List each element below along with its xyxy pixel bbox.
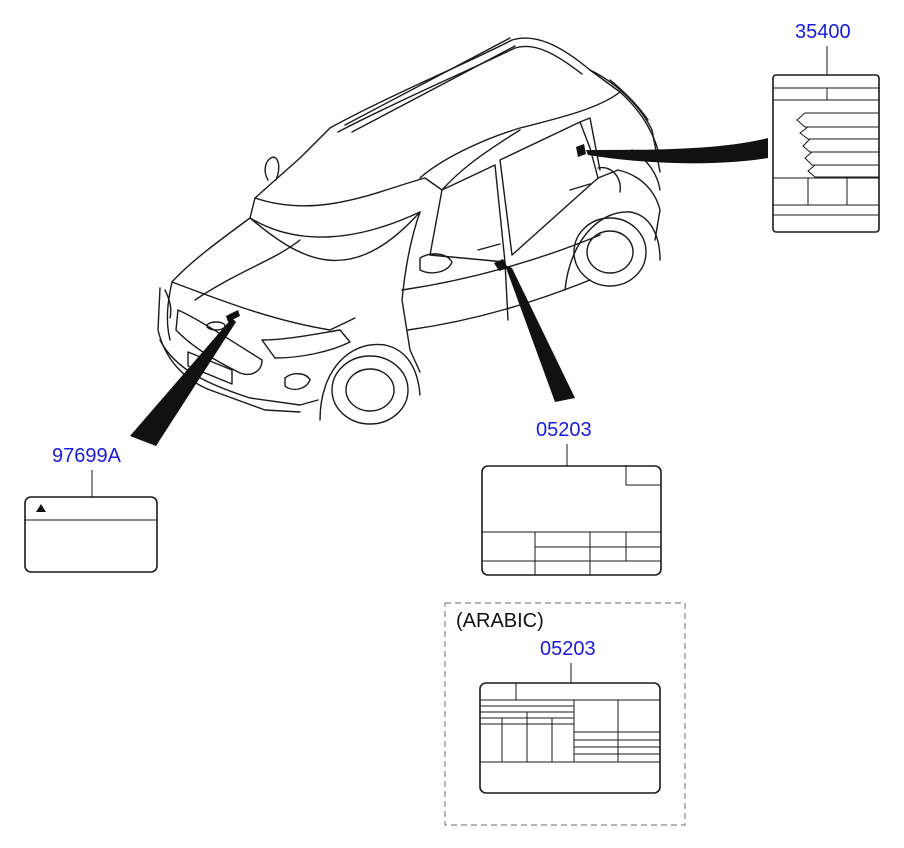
rear-label-callout: 35400 <box>576 21 880 233</box>
part-number-05203-arabic[interactable]: 05203 <box>540 638 596 660</box>
arabic-group-note: (ARABIC) <box>456 610 544 632</box>
arabic-label-card <box>479 682 661 794</box>
hood-label-location-marker <box>226 310 240 322</box>
hood-label-leader <box>130 318 236 446</box>
part-number-97699A[interactable]: 97699A <box>52 445 122 467</box>
part-number-35400[interactable]: 35400 <box>795 21 851 43</box>
rear-label-location-marker <box>576 144 586 157</box>
part-number-05203-door[interactable]: 05203 <box>536 419 592 441</box>
vehicle-drawing <box>157 37 661 425</box>
door-label-card <box>481 465 662 576</box>
door-label-callout: 05203 <box>481 259 662 576</box>
hood-label-callout: 97699A <box>24 310 240 573</box>
warning-triangle-icon <box>36 504 46 512</box>
arabic-group-dashed-box <box>444 602 686 826</box>
arabic-label-group: (ARABIC) 05203 <box>444 602 686 826</box>
door-label-location-marker <box>494 259 508 271</box>
door-label-leader <box>505 265 575 402</box>
rear-label-leader <box>586 138 768 164</box>
hood-label-card <box>24 496 158 573</box>
rear-label-card <box>772 74 880 233</box>
